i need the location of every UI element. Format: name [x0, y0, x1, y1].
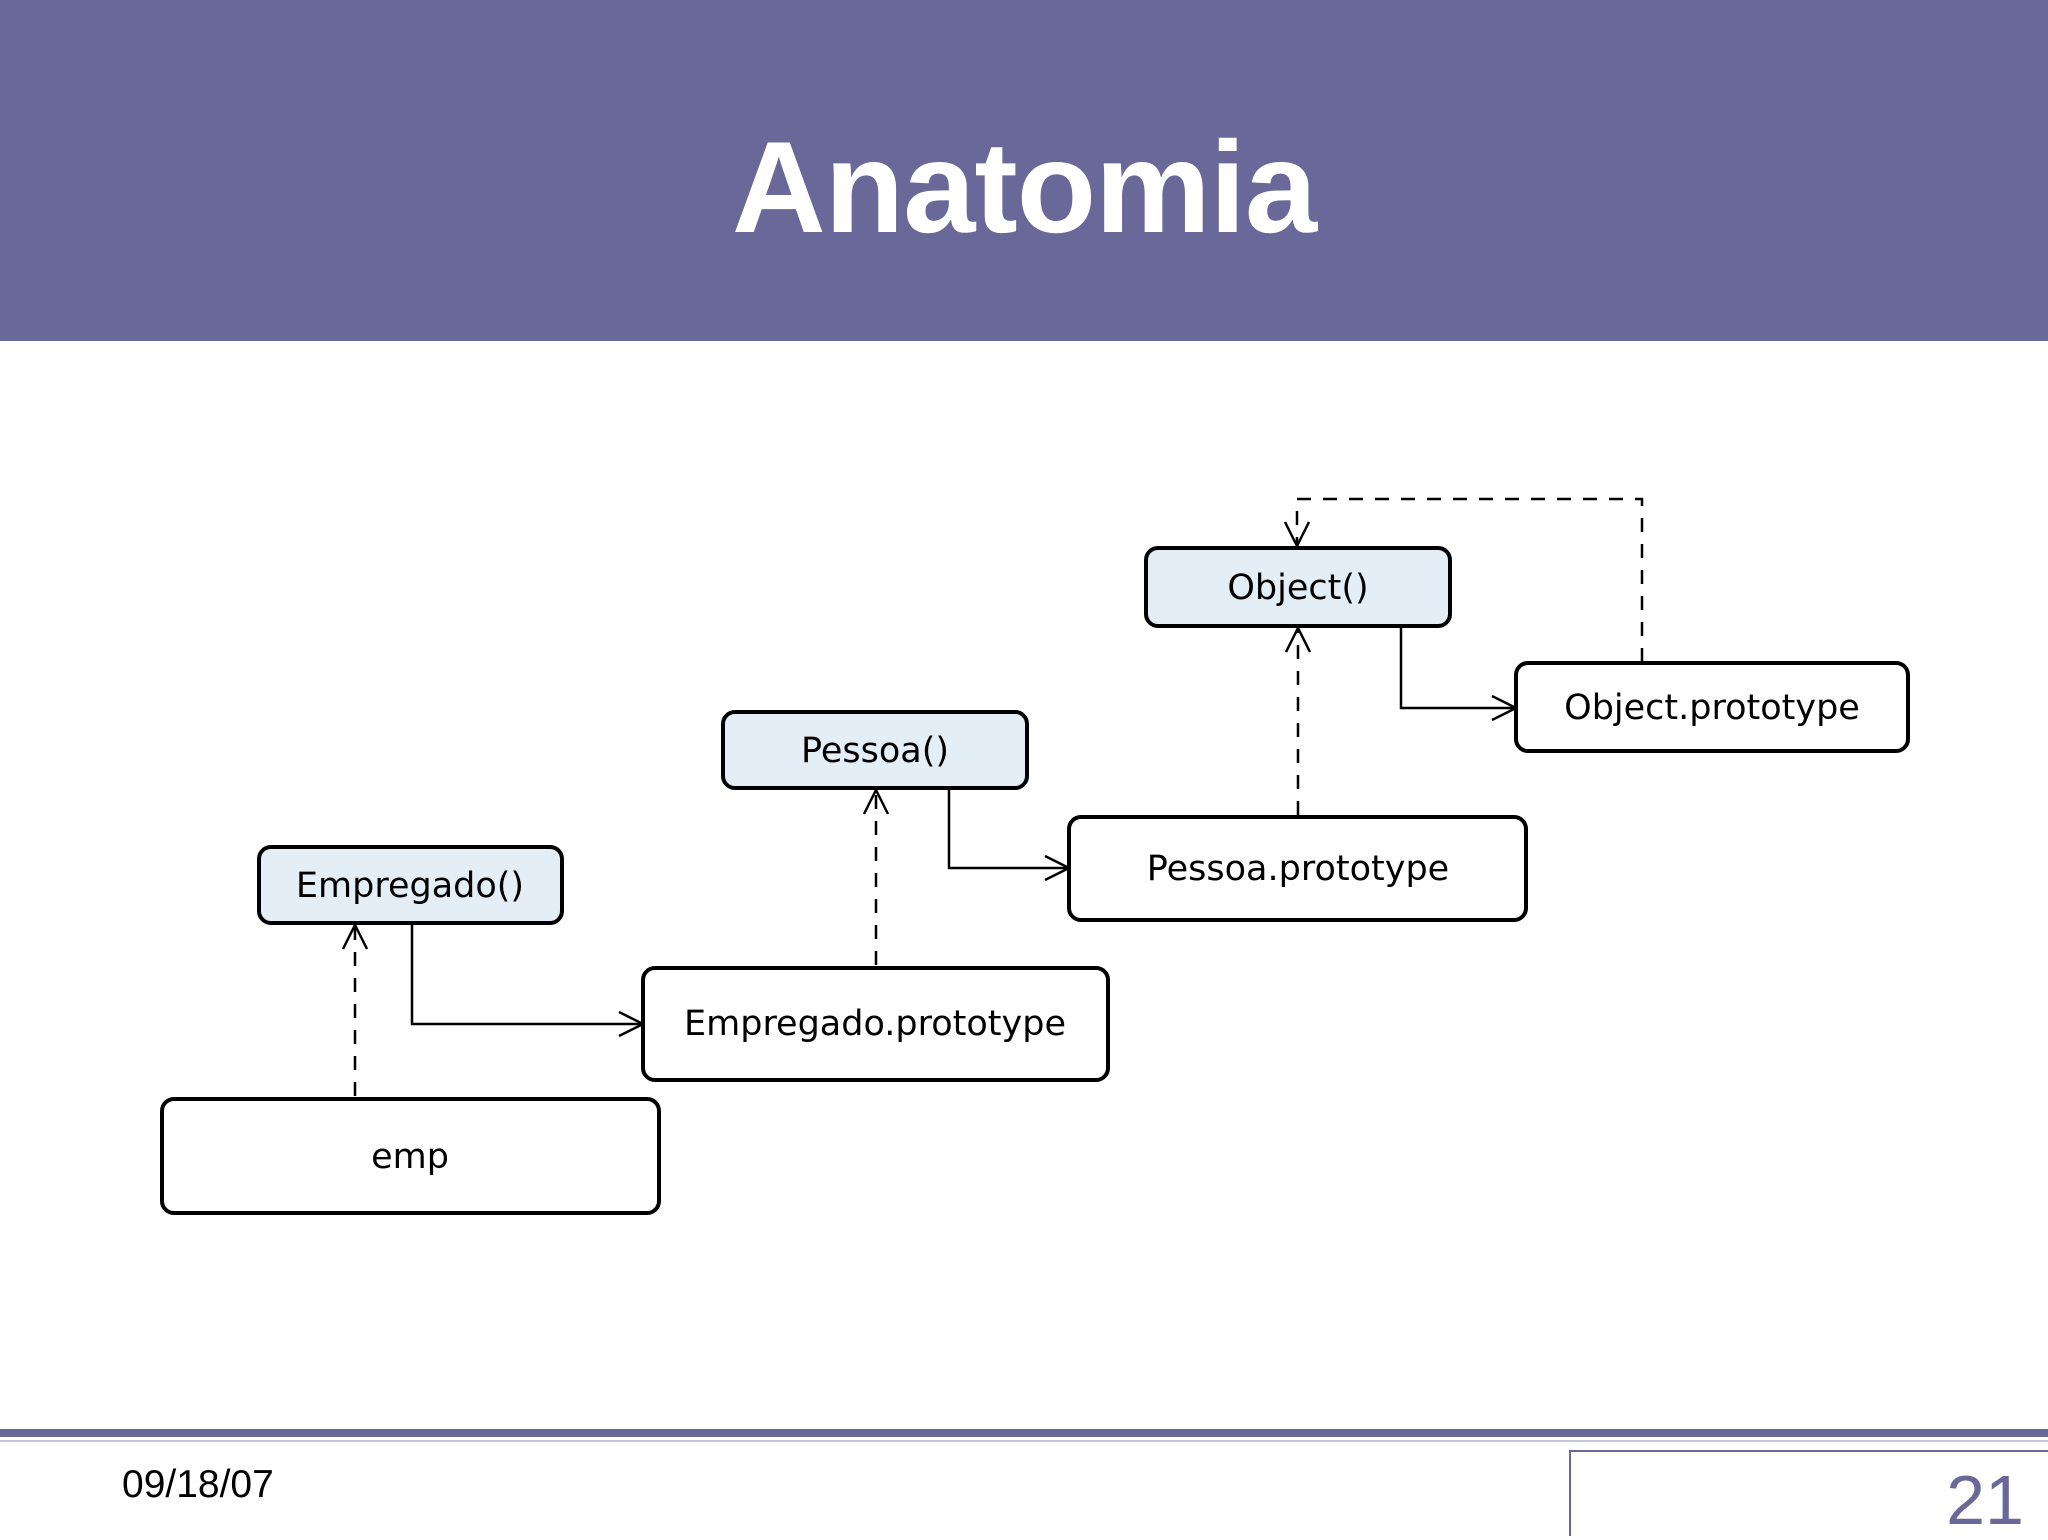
pessoa-prototype-label: Pessoa.prototype	[1147, 849, 1449, 889]
page-number: 21	[1946, 1461, 2024, 1539]
slide-date: 09/18/07	[122, 1463, 274, 1506]
pessoa-prototype-node: Pessoa.prototype	[1067, 815, 1528, 922]
object-constructor-node: Object()	[1144, 546, 1452, 628]
empregado-prototype-node: Empregado.prototype	[641, 966, 1110, 1082]
empregado-constructor-label: Empregado()	[296, 866, 524, 906]
emp-instance-node: emp	[160, 1097, 661, 1215]
pessoa-constructor-label: Pessoa()	[801, 731, 949, 771]
footer-divider	[0, 1429, 2048, 1437]
empregado-prototype-label: Empregado.prototype	[684, 1004, 1066, 1044]
empregado-prototype-link	[410, 923, 646, 1038]
object-constructor-label: Object()	[1227, 568, 1368, 608]
object-prototype-label: Object.prototype	[1564, 688, 1860, 728]
pessoa-prototype-link	[947, 788, 1072, 882]
footer-divider-shadow	[0, 1440, 2048, 1442]
object-proto-constructor-link	[1283, 497, 1644, 662]
object-prototype-node: Object.prototype	[1514, 661, 1910, 753]
page-number-box	[1569, 1450, 2048, 1536]
title-bar	[0, 0, 2048, 341]
slide-title: Anatomia	[731, 114, 1317, 260]
pessoa-constructor-node: Pessoa()	[721, 710, 1029, 790]
object-prototype-link	[1399, 626, 1519, 722]
empregado-constructor-node: Empregado()	[257, 845, 564, 925]
emp-instance-label: emp	[371, 1137, 449, 1177]
